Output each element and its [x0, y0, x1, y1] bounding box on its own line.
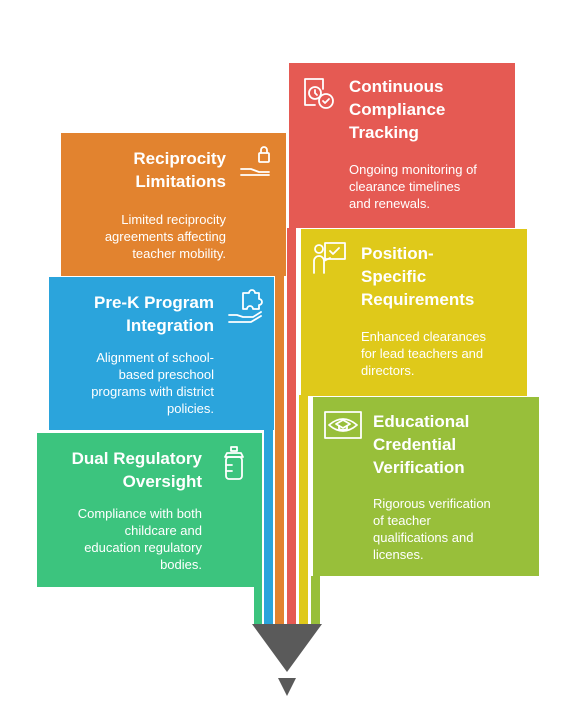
stem-green [254, 585, 262, 625]
card-educational-credential-verification: Educational Credential Verification Rigo… [313, 397, 539, 576]
stem-lime [311, 576, 320, 625]
stem-yellow [299, 395, 308, 625]
stem-blue [264, 430, 273, 625]
pencil-tip [252, 624, 322, 696]
eye-mortarboard-icon [323, 409, 363, 446]
card-title: Pre-K Program Integration [94, 293, 214, 335]
card-title: Dual Regulatory Oversight [71, 449, 202, 491]
lock-hand-icon [239, 145, 273, 184]
card-title: Position- Specific Requirements [361, 244, 475, 309]
card-description: Limited reciprocity agreements affecting… [104, 212, 226, 261]
stem-red [287, 228, 296, 625]
clock-check-icon [301, 75, 337, 116]
baby-bottle-icon [221, 445, 247, 488]
card-title: Educational Credential Verification [373, 412, 470, 477]
card-title: Reciprocity Limitations [133, 149, 226, 191]
puzzle-hand-icon [227, 289, 265, 332]
card-description: Ongoing monitoring of clearance timeline… [349, 162, 477, 211]
card-dual-regulatory-oversight: Dual Regulatory Oversight Compliance wit… [37, 433, 262, 587]
card-reciprocity-limitations: Reciprocity Limitations Limited reciproc… [61, 133, 286, 276]
card-continuous-compliance-tracking: Continuous Compliance Tracking Ongoing m… [289, 63, 515, 228]
card-description: Enhanced clearances for lead teachers an… [361, 329, 487, 378]
card-description: Alignment of school- based preschool pro… [91, 350, 214, 416]
card-description: Rigorous verification of teacher qualifi… [373, 496, 491, 562]
stem-orange [275, 275, 284, 625]
card-title: Continuous Compliance Tracking [349, 77, 446, 142]
card-position-specific-requirements: Position- Specific Requirements Enhanced… [301, 229, 527, 396]
card-description: Compliance with both childcare and educa… [77, 506, 202, 572]
card-prek-program-integration: Pre-K Program Integration Alignment of s… [49, 277, 274, 430]
teacher-board-icon [311, 239, 349, 282]
